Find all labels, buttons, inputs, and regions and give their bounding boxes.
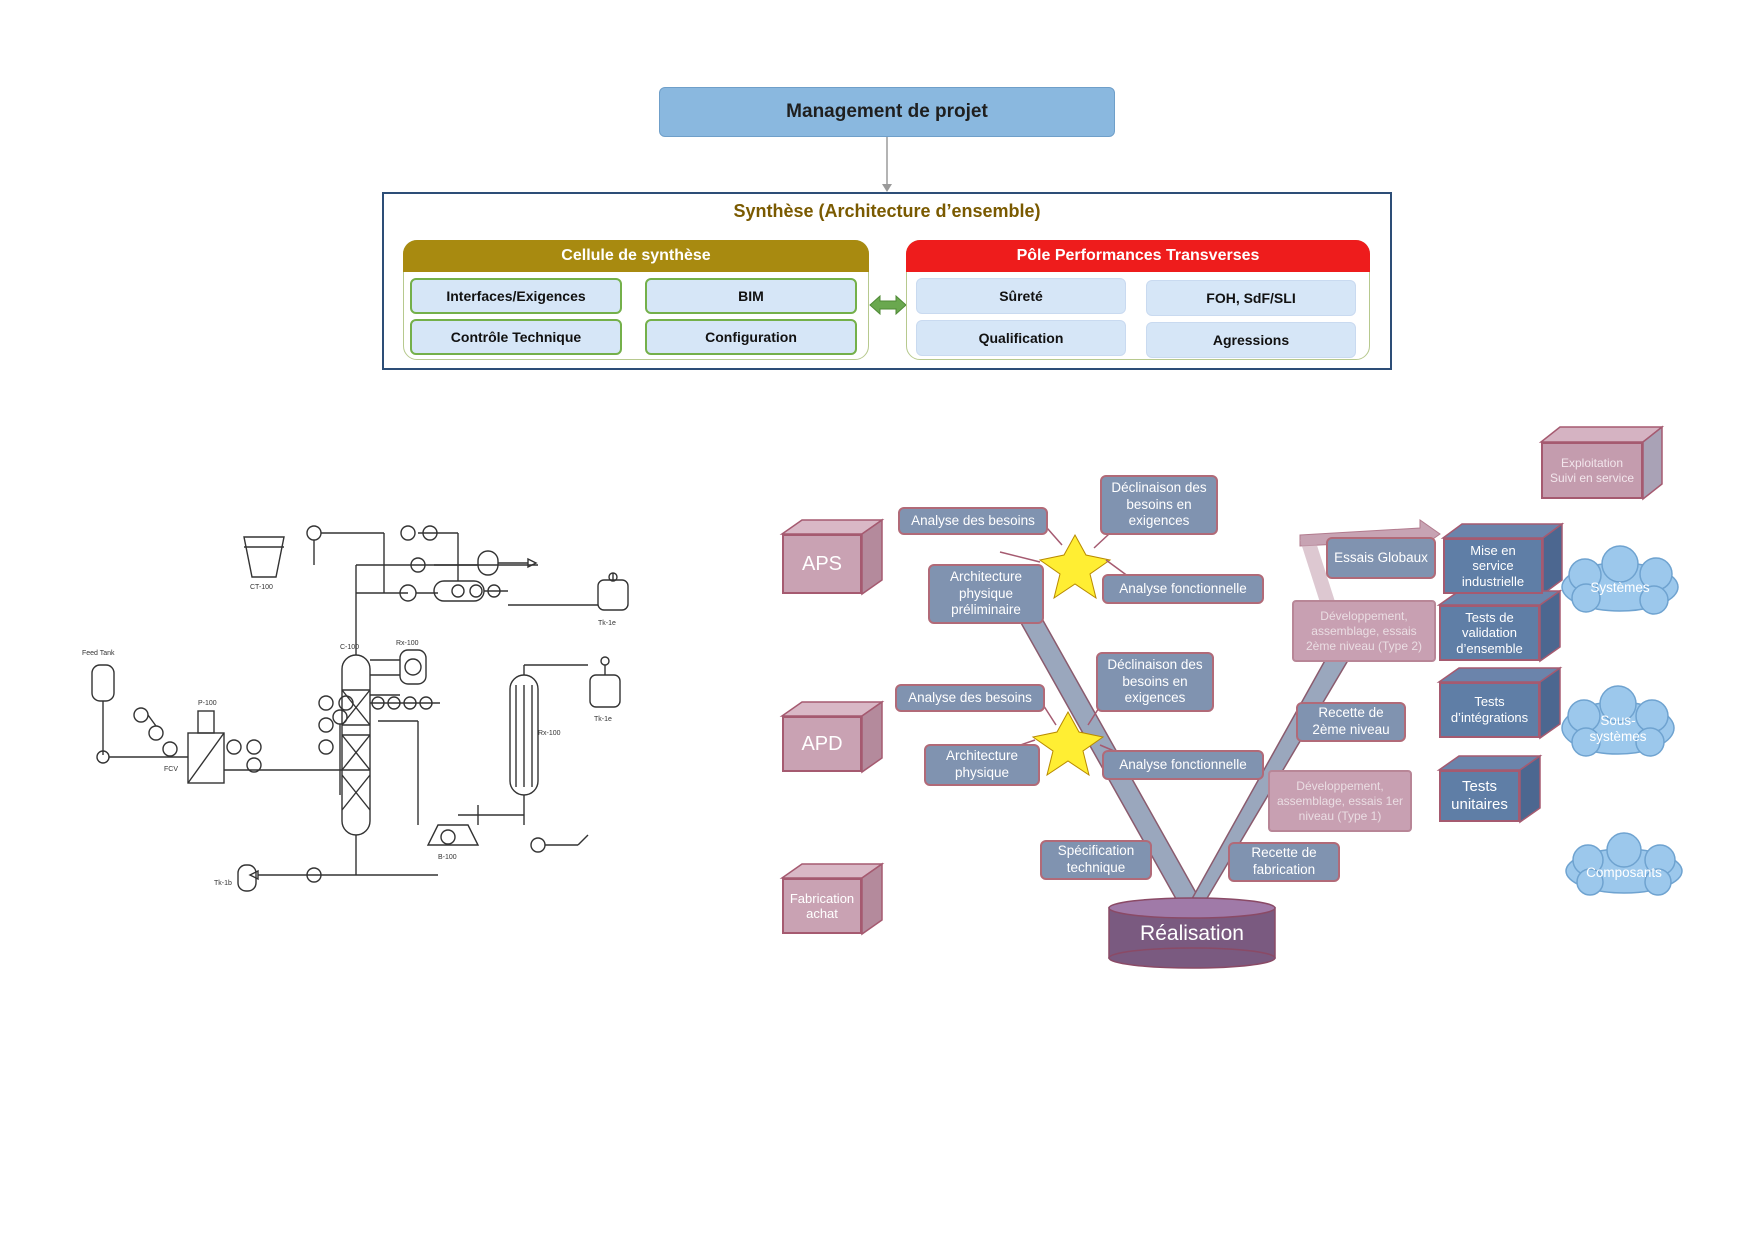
cube-label-mise-en-service: Mise en service industrielle [1443, 538, 1543, 594]
pole-item-foh: FOH, SdF/SLI [1146, 280, 1356, 316]
phase-aps: APS [782, 534, 862, 594]
cellule-header: Cellule de synthèse [403, 240, 869, 272]
tank-right-top [597, 579, 629, 611]
cellule-item-interfaces: Interfaces/Exigences [410, 278, 622, 314]
pid-diagram: Feed Tank CT-100 P-100 C-100 Rx-100 Rx-1… [82, 525, 629, 892]
pid-label-feed-tank: Feed Tank [82, 650, 115, 657]
pole-item-surete: Sûreté [916, 278, 1126, 314]
cloud-label-systemes: Systèmes [1590, 579, 1650, 595]
pole-header: Pôle Performances Transverses [906, 240, 1370, 272]
double-arrow-icon [869, 294, 907, 316]
reflux-drum-shape [433, 580, 485, 602]
specification-technique: Spécification technique [1040, 840, 1152, 880]
pid-label-tk1: Tk-1e [598, 620, 616, 627]
cube-label-tests-integrations: Tests d’intégrations [1439, 682, 1540, 738]
cellule-item-bim: BIM [645, 278, 857, 314]
cellule-title: Cellule de synthèse [561, 247, 711, 264]
apd-analyse-besoins: Analyse des besoins [895, 684, 1045, 712]
recette-2eme-niveau: Recette de 2ème niveau [1296, 702, 1406, 742]
column-shape [341, 654, 371, 836]
cube-label-exploitation: Exploitation Suivi en service [1541, 442, 1643, 499]
cloud-label-sous-systemes: Sous-systèmes [1589, 712, 1647, 744]
management-box: Management de projet [659, 87, 1115, 137]
tank-right-bottom [589, 674, 621, 708]
aps-architecture-preliminaire: Architecture physique préliminaire [928, 564, 1044, 624]
cooling-tower-shape [243, 536, 285, 578]
aps-analyse-besoins: Analyse des besoins [898, 507, 1048, 535]
aps-analyse-fonctionnelle: Analyse fonctionnelle [1102, 574, 1264, 604]
cloud-label-composants: Composants [1586, 864, 1662, 880]
essais-globaux: Essais Globaux [1326, 537, 1436, 579]
pid-label-tk2: Tk-1e [594, 716, 612, 723]
cellule-item-configuration: Configuration [645, 319, 857, 355]
cube-label-tests-validation: Tests de validation d’ensemble [1439, 605, 1540, 661]
phase-apd: APD [782, 716, 862, 772]
developpement-type2: Développement, assemblage, essais 2ème n… [1292, 600, 1436, 662]
pid-label-tk3: Tk-1b [214, 880, 232, 887]
recette-fabrication: Recette de fabrication [1228, 842, 1340, 882]
pid-label-p: P-100 [198, 700, 217, 707]
pid-label-b: B-100 [438, 854, 457, 861]
pid-label-ct: CT-100 [250, 584, 273, 591]
tank-bottom-left [237, 864, 257, 892]
pole-item-agressions: Agressions [1146, 322, 1356, 358]
apd-declinaison: Déclinaison des besoins en exigences [1096, 652, 1214, 712]
star-icon-apd [1031, 710, 1105, 777]
cellule-item-controle: Contrôle Technique [410, 319, 622, 355]
pid-label-c: C-100 [340, 644, 359, 651]
synthese-title: Synthèse (Architecture d’ensemble) [733, 200, 1041, 221]
developpement-type1: Développement, assemblage, essais 1er ni… [1268, 770, 1412, 832]
apd-architecture-physique: Architecture physique [924, 744, 1040, 786]
pid-label-fcv: FCV [164, 766, 178, 773]
pid-label-rx2: Rx-100 [538, 730, 561, 737]
apd-analyse-fonctionnelle: Analyse fonctionnelle [1102, 750, 1264, 780]
cube-label-tests-unitaires: Tests unitaires [1439, 770, 1520, 822]
management-label: Management de projet [786, 101, 988, 122]
feed-tank-shape [91, 664, 115, 702]
mgmt-to-synth-arrowhead [882, 184, 892, 192]
phase-fabrication: Fabrication achat [782, 878, 862, 934]
reactor-shape [399, 649, 427, 685]
aps-declinaison: Déclinaison des besoins en exigences [1100, 475, 1218, 535]
pole-item-qualification: Qualification [916, 320, 1126, 356]
pole-title: Pôle Performances Transverses [1016, 247, 1260, 264]
pid-label-rx1: Rx-100 [396, 640, 419, 647]
star-icon-aps [1038, 533, 1112, 600]
realisation-label: Réalisation [1140, 922, 1244, 945]
